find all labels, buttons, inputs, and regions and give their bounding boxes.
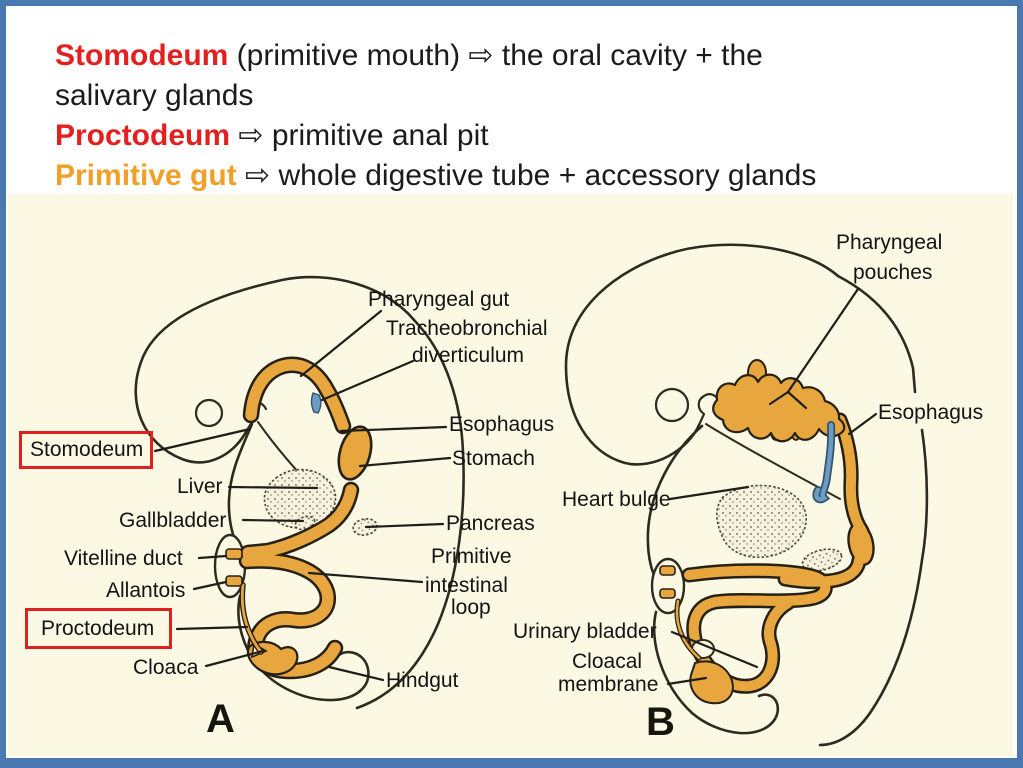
label-proctodeum: Proctodeum bbox=[41, 616, 155, 640]
proctodeum-boxed-label: Proctodeum bbox=[25, 608, 172, 649]
term-primitive-gut: Primitive gut bbox=[55, 159, 237, 192]
label-urinary-bladder-b: Urinary bladder bbox=[513, 620, 657, 643]
definition-line-2: salivary glands bbox=[55, 76, 975, 116]
label-pharyngeal-pouches-line2: pouches bbox=[853, 261, 933, 284]
definition-line-3-rest: ⇨ primitive anal pit bbox=[230, 119, 489, 152]
definition-line-4-rest: ⇨ whole digestive tube + accessory gland… bbox=[236, 159, 817, 192]
label-stomach-a: Stomach bbox=[452, 447, 535, 470]
label-hindgut-a: Hindgut bbox=[386, 669, 459, 692]
label-primitive-loop-line3: loop bbox=[451, 596, 491, 619]
label-pharyngeal-pouches-line1: Pharyngeal bbox=[836, 231, 943, 254]
definition-line-1-rest: (primitive mouth) ⇨ the oral cavity + th… bbox=[228, 39, 763, 72]
label-heart-bulge-b: Heart bulge bbox=[562, 488, 671, 511]
stomodeum-boxed-label: Stomodeum bbox=[19, 431, 153, 469]
label-primitive-loop-line1: Primitive bbox=[431, 545, 512, 568]
label-pancreas-a: Pancreas bbox=[446, 512, 535, 535]
label-gallbladder-a: Gallbladder bbox=[119, 509, 227, 532]
label-cloacal-membrane-line2: membrane bbox=[558, 673, 659, 696]
definition-line-4: Primitive gut ⇨ whole digestive tube + a… bbox=[55, 156, 975, 196]
label-tracheobronchial-line2: diverticulum bbox=[412, 344, 525, 367]
term-stomodeum: Stomodeum bbox=[55, 39, 229, 72]
label-liver-a: Liver bbox=[177, 475, 223, 498]
label-primitive-loop-line2: intestinal bbox=[425, 574, 508, 597]
label-vitelline-duct-a: Vitelline duct bbox=[64, 547, 183, 570]
term-proctodeum: Proctodeum bbox=[55, 119, 231, 152]
definition-line-2-text: salivary glands bbox=[55, 79, 254, 112]
definition-line-3: Proctodeum ⇨ primitive anal pit bbox=[55, 116, 975, 156]
label-cloacal-membrane-line1: Cloacal bbox=[572, 650, 643, 673]
label-esophagus-a: Esophagus bbox=[449, 413, 555, 436]
panel-b-letter: B bbox=[646, 700, 675, 744]
label-esophagus-b: Esophagus bbox=[878, 401, 984, 424]
panel-a-letter: A bbox=[206, 697, 235, 741]
label-tracheobronchial-line1: Tracheobronchial bbox=[386, 317, 548, 340]
label-pharyngeal-gut: Pharyngeal gut bbox=[368, 288, 510, 311]
definitions-text: Stomodeum (primitive mouth) ⇨ the oral c… bbox=[55, 36, 975, 196]
label-cloaca-a: Cloaca bbox=[133, 656, 199, 679]
label-allantois-a: Allantois bbox=[106, 579, 186, 602]
definition-line-1: Stomodeum (primitive mouth) ⇨ the oral c… bbox=[55, 36, 975, 76]
label-stomodeum: Stomodeum bbox=[30, 438, 144, 461]
